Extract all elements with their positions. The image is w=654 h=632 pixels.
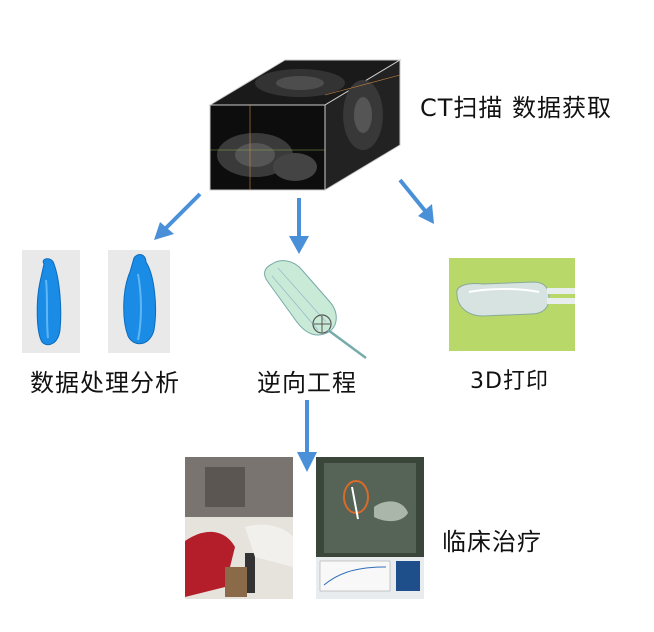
arrow-to-data-processing [154, 192, 202, 240]
segmentation-model-image-2 [108, 250, 170, 353]
arrow-to-clinical [297, 400, 317, 472]
ct-scan-label: CT扫描 数据获取 [420, 94, 613, 122]
reverse-engineering-model-image [264, 260, 367, 360]
data-processing-label: 数据处理分析 [30, 369, 180, 397]
arrow-to-3d-printing [398, 178, 434, 224]
reverse-engineering-label: 逆向工程 [257, 369, 357, 397]
3d-printed-model-image [449, 258, 575, 351]
ct-scan-cube-image [208, 59, 402, 191]
arrow-to-reverse-engineering [289, 198, 309, 254]
clinical-treatment-label: 临床治疗 [442, 528, 542, 556]
3d-printing-label: 3D打印 [470, 369, 549, 394]
clinical-imaging-photo [316, 457, 424, 599]
clinical-procedure-photo [185, 457, 293, 599]
segmentation-model-image-1 [22, 250, 80, 353]
